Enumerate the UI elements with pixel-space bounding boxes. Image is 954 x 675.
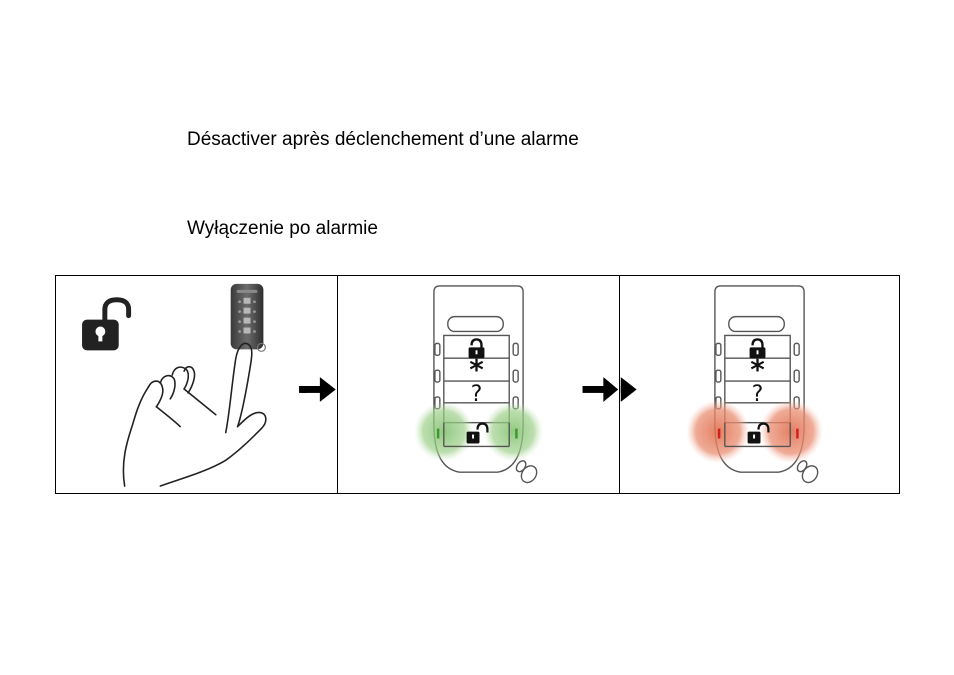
remote-control-icon <box>230 283 266 352</box>
right-led <box>796 428 799 439</box>
remote-red-illustration: * ? <box>620 285 823 484</box>
step-alarm-red: * ? <box>619 276 899 493</box>
right-led-glow <box>483 401 543 462</box>
star-key: * <box>750 353 765 386</box>
star-key: * <box>469 353 484 386</box>
key-ring-icon <box>515 460 538 484</box>
unlock-icon <box>466 422 489 444</box>
key-ring-icon <box>796 460 819 484</box>
arrow-right-icon <box>299 377 336 402</box>
step-confirm-green: * ? <box>337 276 619 493</box>
arrow-right-icon <box>582 377 619 402</box>
press-illustration <box>82 283 336 487</box>
lock-icon <box>468 338 485 359</box>
arrow-tip <box>620 377 637 402</box>
polish-title: Wyłączenie po alarmie <box>187 218 378 239</box>
french-title: Désactiver après déclenchement d’une ala… <box>187 129 579 150</box>
left-led <box>717 428 721 439</box>
right-led-glow <box>759 399 823 464</box>
left-led <box>436 428 440 439</box>
question-key: ? <box>752 382 764 407</box>
instruction-strip: * ? <box>55 275 900 494</box>
lock-icon <box>749 338 766 359</box>
right-led <box>515 428 518 439</box>
remote-green-illustration: * ? <box>414 285 619 484</box>
hand-icon <box>122 342 267 487</box>
unlock-padlock-icon <box>82 297 132 351</box>
unlock-icon <box>747 422 770 444</box>
left-led-glow <box>686 399 750 464</box>
question-key: ? <box>471 382 483 407</box>
step-press-unlock <box>56 276 337 493</box>
